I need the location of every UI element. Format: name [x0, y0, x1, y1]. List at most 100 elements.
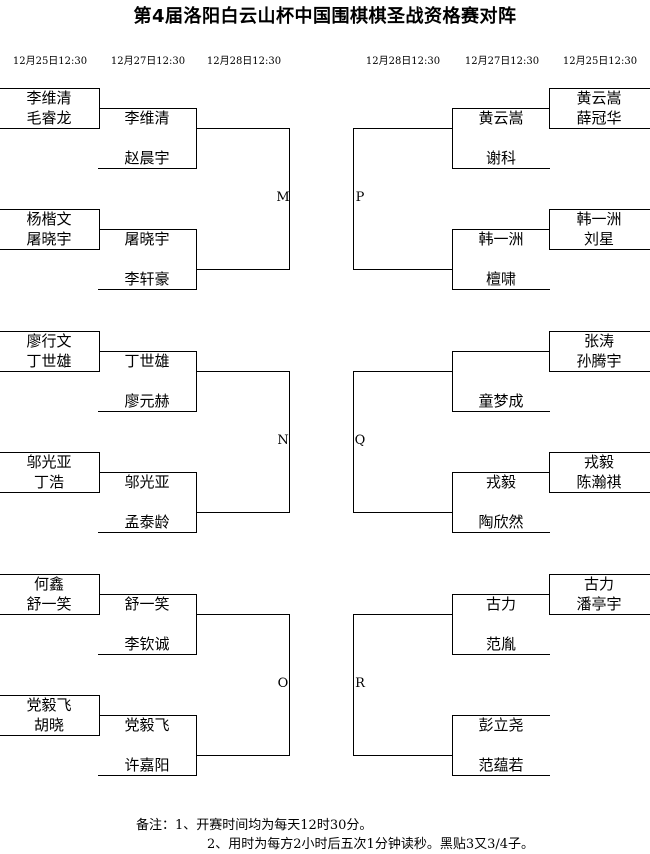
- right-r2-bottom-line: [452, 532, 550, 533]
- left-r2-right-line: [196, 229, 197, 290]
- date-left-round-2: 12月27日12:30: [110, 56, 186, 67]
- right-r1-player: 潘亭宇: [576, 595, 622, 613]
- right-r2-left-line: [452, 594, 453, 655]
- right-r1-player: 刘星: [583, 230, 614, 248]
- left-r3-bottom-line: [196, 269, 290, 270]
- left-r3-bottom-line: [196, 512, 290, 513]
- right-r1-top-line: [550, 452, 650, 453]
- right-r3-bottom-line: [353, 512, 453, 513]
- left-r3-top-line: [196, 371, 289, 372]
- left-r1-top-line: [0, 331, 99, 332]
- right-r3-top-line: [353, 128, 453, 129]
- left-r1-top-line: [0, 209, 99, 210]
- right-r2-left-line: [452, 715, 453, 776]
- left-r3-right-line: [289, 371, 290, 513]
- right-r3-top-line: [353, 371, 453, 372]
- left-r1-player: 丁浩: [33, 473, 64, 491]
- left-r1-bottom-line: [0, 128, 100, 129]
- right-r2-top-line: [452, 715, 550, 716]
- right-r3-left-line: [353, 371, 354, 513]
- date-right-round-2: 12月27日12:30: [464, 56, 540, 67]
- left-r2-player: 党毅飞: [124, 716, 170, 734]
- right-r2-top-line: [452, 229, 550, 230]
- right-r1-top-line: [550, 88, 650, 89]
- right-r2-player: 彭立尧: [478, 716, 524, 734]
- left-r2-top-line: [99, 472, 196, 473]
- left-r1-top-line: [0, 574, 99, 575]
- right-r2-top-line: [452, 472, 550, 473]
- right-r2-player: 古力: [485, 595, 516, 613]
- group-letter: N: [277, 433, 289, 448]
- notes: 备注：1、开赛时间均为每天12时30分。 2、用时为每方2小时后五次1分钟读秒。…: [136, 816, 534, 854]
- left-r2-player: 赵晨宇: [124, 149, 170, 167]
- right-r1-bottom-line: [549, 128, 650, 129]
- left-r2-player: 廖元赫: [124, 392, 170, 410]
- right-r2-player: 童梦成: [478, 392, 524, 410]
- left-r3-bottom-line: [196, 755, 290, 756]
- right-r1-top-line: [550, 209, 650, 210]
- left-r1-player: 丁世雄: [26, 352, 72, 370]
- left-r2-player: 孟泰龄: [124, 513, 170, 531]
- right-r2-player: 戎毅: [485, 473, 516, 491]
- group-letter: R: [355, 676, 365, 691]
- left-r1-bottom-line: [0, 249, 100, 250]
- right-r2-top-line: [452, 108, 550, 109]
- right-r1-bottom-line: [549, 492, 650, 493]
- right-r1-player: 戎毅: [583, 453, 614, 471]
- left-r2-top-line: [99, 594, 196, 595]
- right-r1-player: 陈瀚祺: [576, 473, 622, 491]
- left-r1-bottom-line: [0, 492, 100, 493]
- left-r2-player: 屠晓宇: [124, 230, 170, 248]
- right-r1-bottom-line: [549, 371, 650, 372]
- date-left-round-3: 12月28日12:30: [206, 56, 282, 67]
- right-r3-top-line: [353, 614, 453, 615]
- left-r2-right-line: [196, 472, 197, 533]
- left-r2-bottom-line: [98, 654, 197, 655]
- left-r2-right-line: [196, 715, 197, 776]
- left-r1-top-line: [0, 695, 99, 696]
- right-r2-player: 陶欣然: [478, 513, 524, 531]
- left-r2-player: 邬光亚: [124, 473, 170, 491]
- left-r1-bottom-line: [0, 735, 100, 736]
- left-r2-bottom-line: [98, 775, 197, 776]
- group-letter: P: [355, 190, 365, 205]
- right-r1-bottom-line: [549, 249, 650, 250]
- right-r2-left-line: [452, 351, 453, 412]
- right-r3-left-line: [353, 614, 354, 756]
- left-r2-bottom-line: [98, 168, 197, 169]
- left-r2-player: 丁世雄: [124, 352, 170, 370]
- right-r1-player: 孙腾宇: [576, 352, 622, 370]
- right-r2-player: 檀啸: [485, 270, 516, 288]
- right-r2-bottom-line: [452, 654, 550, 655]
- right-r2-bottom-line: [452, 168, 550, 169]
- left-r2-player: 李维清: [124, 109, 170, 127]
- left-r3-top-line: [196, 614, 289, 615]
- right-r3-bottom-line: [353, 269, 453, 270]
- note-line-1: 备注：1、开赛时间均为每天12时30分。: [136, 818, 373, 833]
- page-title: 第4届洛阳白云山杯中国围棋棋圣战资格赛对阵: [133, 6, 517, 27]
- left-r1-player: 邬光亚: [26, 453, 72, 471]
- right-r2-bottom-line: [452, 411, 550, 412]
- right-r2-player: 范蕴若: [478, 756, 524, 774]
- left-r2-bottom-line: [98, 532, 197, 533]
- right-r1-top-line: [550, 331, 650, 332]
- left-r2-bottom-line: [98, 411, 197, 412]
- left-r1-player: 屠晓宇: [26, 230, 72, 248]
- right-r2-left-line: [452, 472, 453, 533]
- left-r2-right-line: [196, 351, 197, 412]
- left-r2-player: 许嘉阳: [124, 756, 170, 774]
- right-r2-left-line: [452, 229, 453, 290]
- right-r2-bottom-line: [452, 289, 550, 290]
- left-r3-right-line: [289, 614, 290, 756]
- date-left-round-1: 12月25日12:30: [12, 56, 88, 67]
- left-r1-player: 胡晓: [33, 716, 64, 734]
- left-r3-right-line: [289, 128, 290, 270]
- left-r2-player: 李轩豪: [124, 270, 170, 288]
- right-r3-bottom-line: [353, 755, 453, 756]
- right-r2-player: 黄云嵩: [478, 109, 524, 127]
- date-right-round-1: 12月25日12:30: [562, 56, 638, 67]
- left-r1-top-line: [0, 452, 99, 453]
- left-r2-bottom-line: [98, 289, 197, 290]
- left-r1-player: 舒一笑: [26, 595, 72, 613]
- right-r1-player: 张涛: [583, 332, 614, 350]
